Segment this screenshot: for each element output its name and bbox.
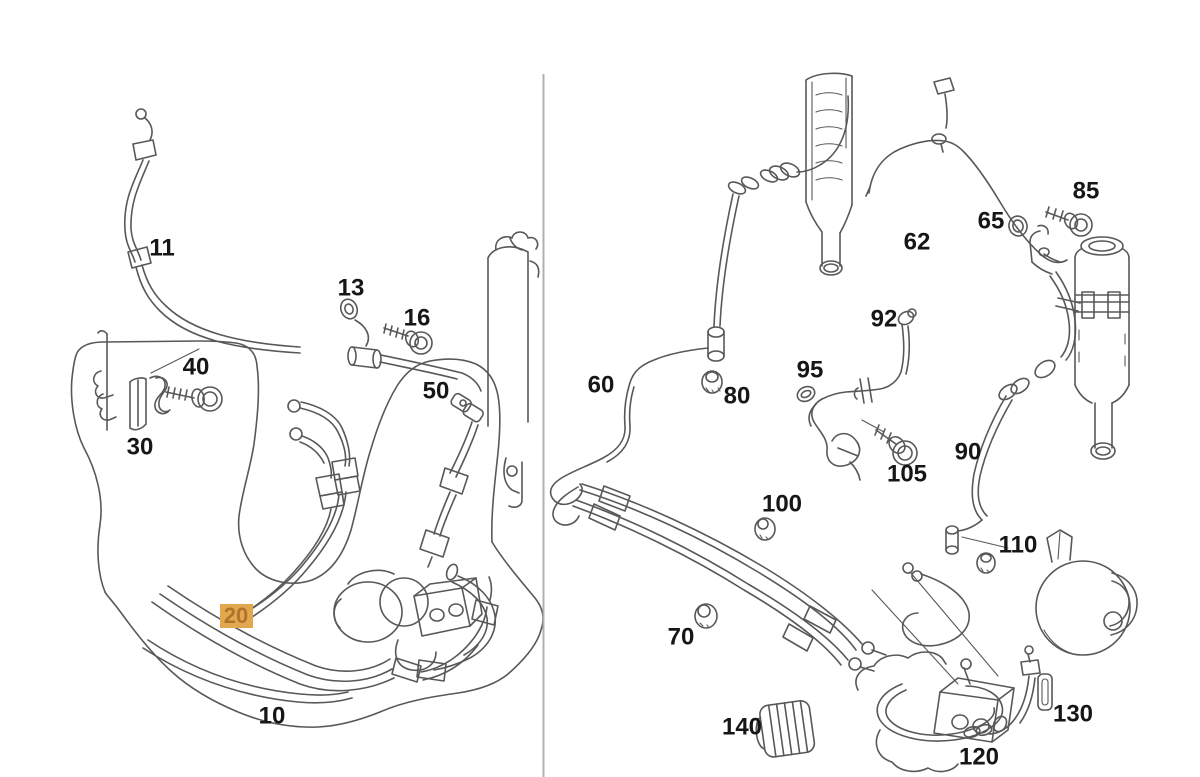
part-65-oring-drawing [1008,215,1028,237]
part-label-95[interactable]: 95 [797,356,824,383]
part-label-65[interactable]: 65 [978,207,1005,234]
part-label-140[interactable]: 140 [722,713,762,740]
left-panel-labels: 11 13 16 40 50 30 10 [127,234,450,729]
part-90-pipe-drawing [871,395,1013,685]
part-30-bracket-drawing [92,330,200,431]
part-80-grommet-drawing [701,370,723,394]
part-10-lines-drawing [142,639,353,704]
part-60-pipe-drawing [549,193,740,526]
part-label-120[interactable]: 120 [959,743,999,770]
part-label-85[interactable]: 85 [1073,177,1100,204]
part-label-20[interactable]: 20 [224,603,248,628]
part-13-oring-drawing [339,298,359,320]
part-label-92[interactable]: 92 [871,305,898,332]
part-label-60[interactable]: 60 [588,371,615,398]
highlight-region-thick-stroke [70,340,501,593]
left-panel-artwork [70,108,544,728]
part-label-40[interactable]: 40 [183,353,210,380]
pressure-lines-bundle-drawing [572,483,887,672]
part-95-oring-drawing [796,385,816,403]
part-100-grommet-drawing [754,517,776,541]
part-92-sensor-line-drawing [808,308,917,481]
reservoir-drawing [487,231,540,508]
part-label-16[interactable]: 16 [404,304,431,331]
part-40-bolt-drawing [165,386,223,412]
part-11-hose-drawing [123,108,482,392]
part-label-13[interactable]: 13 [338,274,365,301]
part-label-11[interactable]: 11 [149,234,174,261]
accumulator-sphere-drawing [1035,529,1138,656]
right-panel-labels: 60 80 95 92 62 65 85 90 105 100 110 70 1… [588,177,1100,770]
part-label-50[interactable]: 50 [423,377,450,404]
selected-part-marker[interactable]: 20 [220,603,253,628]
right-panel-artwork [549,72,1138,773]
part-105-bolt-drawing [874,424,918,466]
part-70-grommet-drawing [694,603,718,629]
rear-strut-drawing [998,224,1130,460]
pump-assembly-drawing [333,563,497,682]
part-label-62[interactable]: 62 [904,228,931,255]
part-label-10[interactable]: 10 [259,702,286,729]
part-label-105[interactable]: 105 [887,460,927,487]
part-140-sleeve-drawing [755,699,816,758]
part-label-100[interactable]: 100 [762,490,802,517]
part-label-80[interactable]: 80 [724,382,751,409]
part-130-pipe-drawing [963,645,1053,739]
part-62-pipe-drawing [865,77,1068,264]
part-110-grommet-drawing [976,552,996,574]
front-strut-drawing [727,72,853,276]
part-label-90[interactable]: 90 [955,438,982,465]
part-label-130[interactable]: 130 [1053,700,1093,727]
valve-block-drawing [855,651,1015,773]
part-16-bolt-drawing [383,323,433,355]
part-label-70[interactable]: 70 [668,623,695,650]
part-label-30[interactable]: 30 [127,433,154,460]
part-50-hose-drawing [419,392,484,568]
part-85-bolt-drawing [1045,206,1093,237]
part-label-110[interactable]: 110 [999,531,1038,558]
marker-highlight-box [220,604,253,628]
part-20-hoses-drawing [151,399,499,692]
